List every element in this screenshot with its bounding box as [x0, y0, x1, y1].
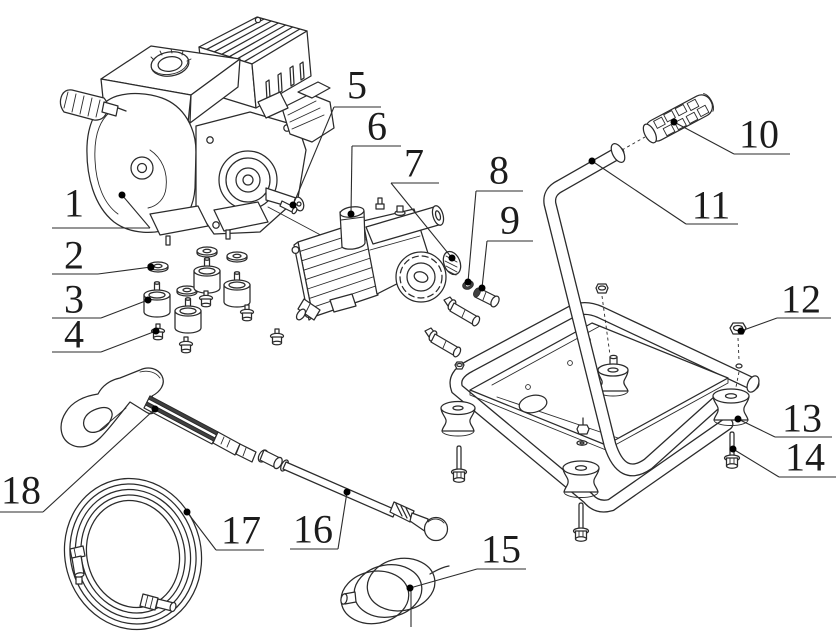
mount-hardware-drawing — [143, 246, 285, 354]
high-pressure-hose-drawing — [63, 477, 203, 631]
callout-14-label: 14 — [785, 434, 825, 480]
callout-6-label: 6 — [367, 103, 387, 149]
foot-bolts-drawing — [450, 431, 741, 542]
callout-10-label: 10 — [739, 111, 779, 157]
hose-fitting-b — [139, 593, 177, 613]
callout-3-label: 3 — [64, 276, 84, 322]
vibration-mounts — [143, 257, 251, 334]
callout-16-label: 16 — [293, 506, 333, 552]
mount-bolts — [150, 290, 285, 354]
washers — [147, 246, 248, 297]
handle-grip-drawing — [642, 93, 715, 144]
frame-pins-drawing — [424, 296, 481, 358]
callout-17-label: 17 — [221, 507, 261, 553]
callout-18-label: 18 — [1, 467, 41, 513]
callout-9-label: 9 — [500, 197, 520, 243]
callout-15-label: 15 — [481, 526, 521, 572]
feet-drawing — [440, 388, 750, 498]
callout-13-label: 13 — [782, 395, 822, 441]
pump-drawing — [291, 197, 447, 321]
outlet-fitting-drawing — [473, 287, 500, 308]
callout-12-label: 12 — [781, 276, 821, 322]
callout-11-label: 11 — [691, 182, 731, 228]
callout-5-label: 5 — [347, 62, 367, 108]
callout-1-label: 1 — [64, 180, 84, 226]
hose-fitting-a — [69, 545, 86, 585]
engine-drawing — [59, 16, 335, 246]
handle-drawing — [543, 136, 723, 477]
callout-7-label: 7 — [404, 140, 424, 186]
detergent-hose-drawing — [340, 557, 450, 625]
callout-leaders — [0, 106, 836, 627]
callout-8-label: 8 — [489, 147, 509, 193]
spray-wand-drawing — [280, 459, 449, 542]
spray-gun-drawing — [60, 367, 283, 470]
callout-2-label: 2 — [64, 232, 84, 278]
callout-4-label: 4 — [64, 311, 84, 357]
